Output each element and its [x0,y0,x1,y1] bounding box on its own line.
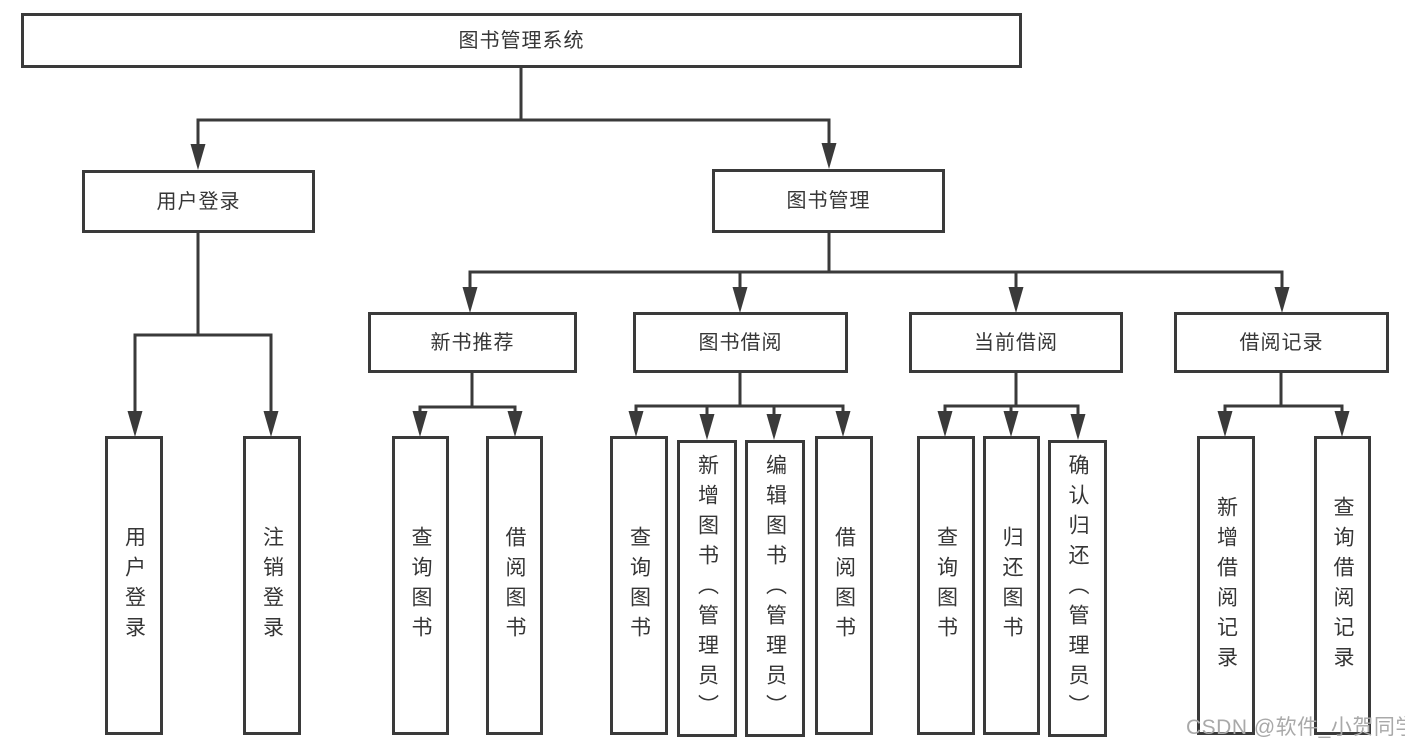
leaf-logout: 注销登录 [243,436,301,735]
node-book-borrow-label: 图书借阅 [698,331,783,354]
leaf-add-borrow-record-label: 新增借阅记录 [1214,495,1238,676]
node-root: 图书管理系统 [21,13,1022,68]
connector-userlogin-bus [133,333,273,418]
arrow-leaf-d3 [1070,414,1086,440]
arrow-bookmgmt [821,143,837,169]
node-user-login-label: 用户登录 [156,190,241,213]
leaf-query-book-2: 查询图书 [610,436,668,735]
leaf-logout-label: 注销登录 [260,525,284,646]
node-new-book-recommend: 新书推荐 [368,312,577,373]
node-user-login: 用户登录 [82,170,315,233]
arrow-borrowrecord [1274,287,1290,313]
arrow-bookborrow [732,287,748,313]
leaf-edit-book-admin: 编辑图书（管理员） [745,440,805,737]
arrow-leaf-c4 [835,411,851,437]
arrow-newbook [462,287,478,313]
leaf-edit-book-admin-label: 编辑图书（管理员） [763,453,787,724]
leaf-borrow-book-2: 借阅图书 [815,436,873,735]
node-borrow-record: 借阅记录 [1174,312,1389,373]
arrow-leaf-c1 [628,411,644,437]
csdn-watermark: CSDN @软件_小贺同学 [1186,716,1405,739]
leaf-borrow-book-1: 借阅图书 [486,436,543,735]
connector-level2-bus [196,118,831,151]
arrow-leaf-c3 [766,414,782,440]
connector-newbook-bus [418,405,517,418]
leaf-query-book-2-label: 查询图书 [627,525,651,646]
leaf-query-book-3: 查询图书 [917,436,975,735]
leaf-user-login: 用户登录 [105,436,163,735]
leaf-confirm-return-admin: 确认归还（管理员） [1048,440,1107,737]
arrow-leaf-b1 [412,411,428,437]
arrow-leaf-d1 [937,411,953,437]
connector-level3-bus [468,270,1284,294]
node-book-management-label: 图书管理 [786,190,871,212]
connector-borrow-bus [634,404,845,418]
node-root-label: 图书管理系统 [458,29,585,52]
leaf-user-login-label: 用户登录 [122,525,146,646]
node-borrow-record-label: 借阅记录 [1239,331,1324,354]
leaf-query-book-3-label: 查询图书 [934,525,958,646]
leaf-confirm-return-admin-label: 确认归还（管理员） [1066,453,1089,724]
node-current-borrow: 当前借阅 [909,312,1123,373]
arrow-leaf-e1 [1217,411,1233,437]
arrow-leaf-a1 [127,411,143,437]
arrow-currentborrow [1008,287,1024,313]
leaf-return-book: 归还图书 [983,436,1040,735]
connector-record-bus [1223,404,1344,418]
leaf-add-book-admin: 新增图书（管理员） [677,440,737,737]
arrow-leaf-e2 [1334,411,1350,437]
leaf-add-borrow-record: 新增借阅记录 [1197,436,1255,735]
leaf-query-book-1-label: 查询图书 [409,525,432,646]
node-new-book-recommend-label: 新书推荐 [430,331,515,354]
arrow-leaf-c2 [699,414,715,440]
leaf-query-borrow-record-label: 查询借阅记录 [1331,495,1354,676]
leaf-borrow-book-2-label: 借阅图书 [832,525,856,646]
leaf-return-book-label: 归还图书 [1000,525,1023,646]
node-book-borrow: 图书借阅 [633,312,848,373]
leaf-query-borrow-record: 查询借阅记录 [1314,436,1371,735]
node-book-management: 图书管理 [712,169,945,233]
arrow-leaf-d2 [1003,411,1019,437]
node-current-borrow-label: 当前借阅 [974,331,1058,354]
leaf-add-book-admin-label: 新增图书（管理员） [695,453,719,724]
arrow-leaf-b2 [507,411,523,437]
leaf-query-book-1: 查询图书 [392,436,449,735]
connector-current-bus [943,404,1080,421]
leaf-borrow-book-1-label: 借阅图书 [503,525,526,646]
arrow-leaf-a2 [263,411,279,437]
arrow-userlogin [190,144,206,170]
